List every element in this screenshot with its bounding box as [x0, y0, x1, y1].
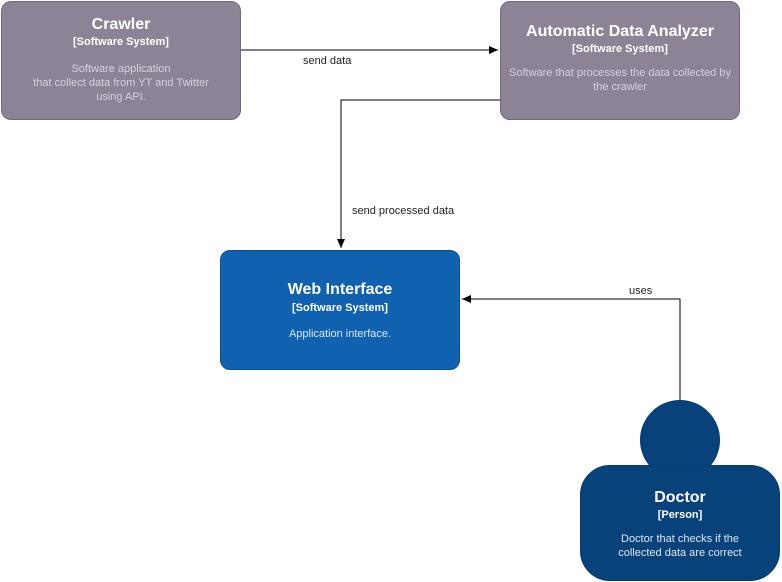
edge-doctor-to-web — [462, 295, 681, 400]
analyzer-desc-line: the crawler — [593, 81, 647, 93]
doctor-title: Doctor — [654, 489, 706, 506]
edge-label-send-processed-data: send processed data — [352, 205, 455, 218]
crawler-system-box[interactable]: Crawler [Software System] Software appli… — [1, 1, 241, 120]
analyzer-tech: [Software System] — [572, 43, 668, 55]
crawler-desc-line: that collect data from YT and Twitter — [33, 77, 209, 89]
doctor-desc-line: collected data are correct — [618, 547, 742, 559]
web-interface-desc-line: Application interface. — [288, 328, 392, 340]
edge-analyzer-to-web — [337, 99, 500, 248]
web-interface-title: Web Interface — [287, 281, 393, 298]
crawler-desc-line: using API. — [96, 91, 146, 103]
edge-label-send-data: send data — [303, 55, 352, 68]
doctor-desc-line: Doctor that checks if the — [621, 533, 739, 545]
doctor-description: Doctor that checks if the collected data… — [581, 532, 779, 560]
crawler-tech: [Software System] — [73, 36, 169, 48]
web-interface-description: Application interface. — [221, 327, 459, 341]
web-interface-tech: [Software System] — [292, 302, 388, 314]
edge-label-uses: uses — [629, 285, 653, 298]
analyzer-desc-line: Software that processes the data collect… — [509, 67, 731, 79]
doctor-tech: [Person] — [657, 509, 703, 521]
analyzer-title: Automatic Data Analyzer — [526, 23, 714, 40]
analyzer-description: Software that processes the data collect… — [501, 66, 739, 94]
crawler-title: Crawler — [91, 16, 151, 33]
doctor-person-box[interactable]: Doctor [Person] Doctor that checks if th… — [580, 465, 780, 581]
crawler-description: Software application that collect data f… — [2, 62, 240, 104]
crawler-desc-line: Software application — [71, 63, 171, 75]
web-interface-system-box[interactable]: Web Interface [Software System] Applicat… — [220, 250, 460, 370]
analyzer-system-box[interactable]: Automatic Data Analyzer [Software System… — [500, 1, 740, 120]
